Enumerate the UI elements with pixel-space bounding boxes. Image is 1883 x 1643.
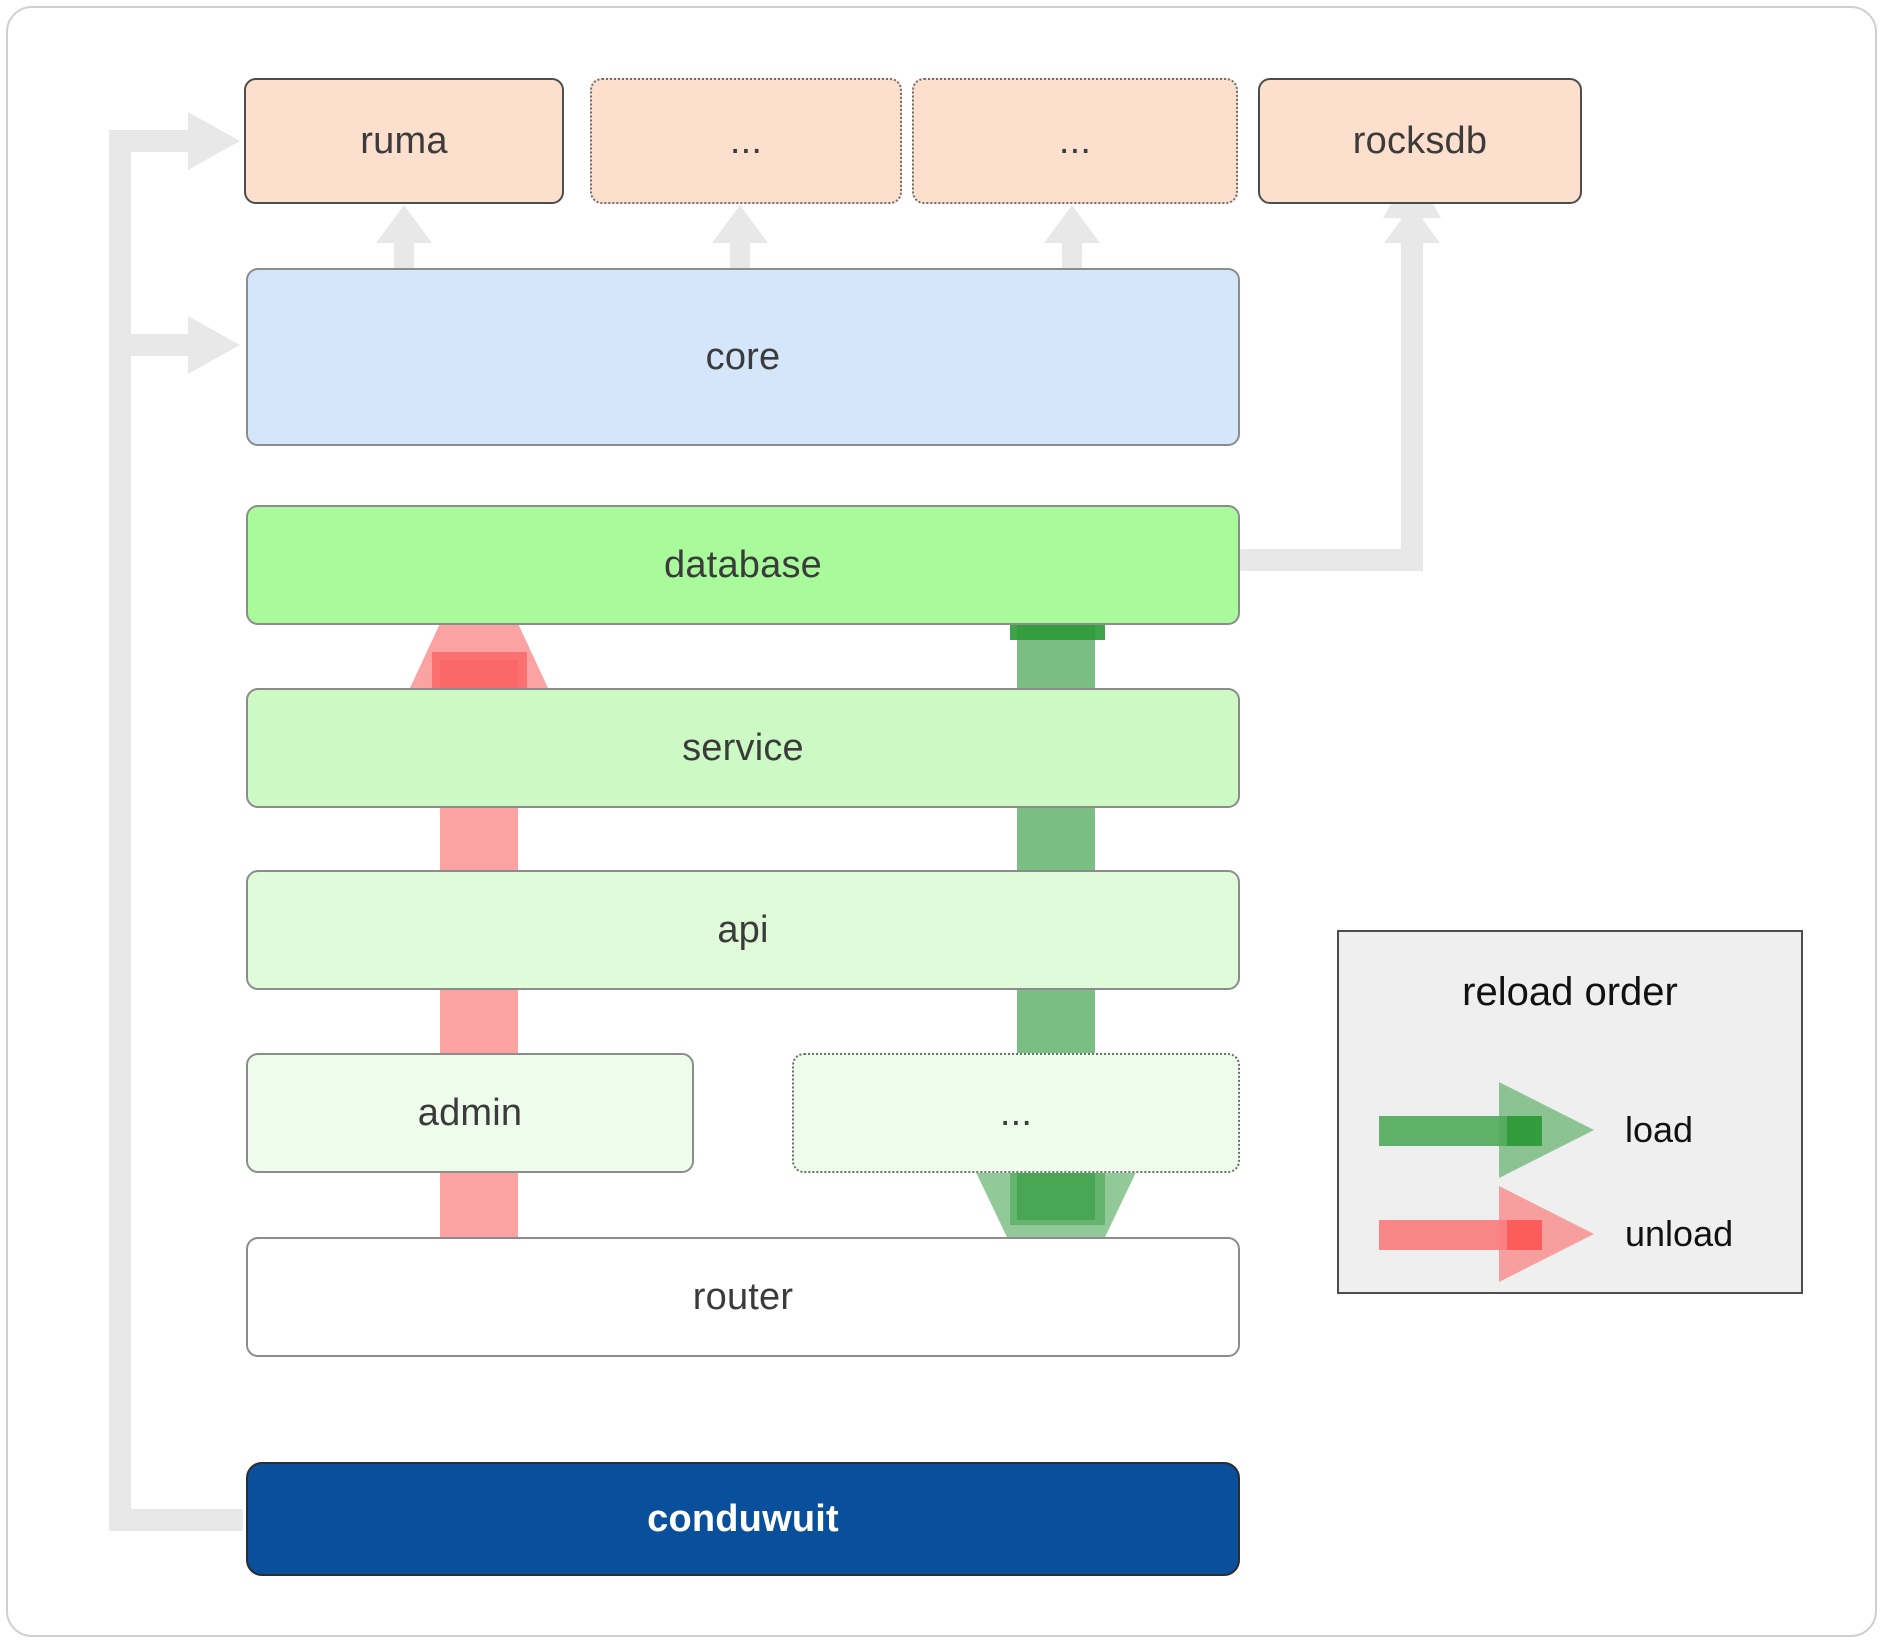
dep-arrow-rocksdb	[1384, 205, 1440, 283]
dep-box-dots-2[interactable]: ...	[912, 78, 1238, 204]
layer-box-database[interactable]: database	[246, 505, 1240, 625]
layer-label-service: service	[682, 726, 804, 769]
binary-label: conduwuit	[647, 1497, 839, 1540]
dep-arrow-ruma	[376, 205, 432, 283]
layer-label-core: core	[705, 335, 781, 378]
layer-label-api: api	[717, 908, 769, 951]
dep-box-rocksdb[interactable]: rocksdb	[1258, 78, 1582, 204]
legend-row-unload: unload	[1379, 1186, 1733, 1282]
legend-load-arrow-icon	[1379, 1082, 1594, 1178]
layer-box-core[interactable]: core	[246, 268, 1240, 446]
layer-label-dots: ...	[999, 1091, 1033, 1134]
dep-label-dots-2: ...	[1058, 119, 1092, 162]
legend-title: reload order	[1462, 970, 1678, 1014]
dep-label-ruma: ruma	[360, 119, 448, 162]
legend-unload-arrow-icon	[1379, 1186, 1594, 1282]
dep-label-dots-1: ...	[729, 119, 763, 162]
dep-arrow-dots-1	[712, 205, 768, 283]
layer-label-database: database	[664, 543, 822, 586]
binary-box-conduwuit[interactable]: conduwuit	[246, 1462, 1240, 1576]
layer-box-api[interactable]: api	[246, 870, 1240, 990]
dep-box-dots-1[interactable]: ...	[590, 78, 902, 204]
layer-box-admin[interactable]: admin	[246, 1053, 694, 1173]
layer-label-admin: admin	[417, 1091, 523, 1134]
layer-box-dots[interactable]: ...	[792, 1053, 1240, 1173]
layer-box-service[interactable]: service	[246, 688, 1240, 808]
legend-row-load: load	[1379, 1082, 1693, 1178]
layer-box-router[interactable]: router	[246, 1237, 1240, 1357]
dep-box-ruma[interactable]: ruma	[244, 78, 564, 204]
dep-arrow-dots-2	[1044, 205, 1100, 283]
layer-label-router: router	[692, 1275, 794, 1318]
legend-label-unload: unload	[1625, 1213, 1734, 1254]
dep-label-rocksdb: rocksdb	[1352, 119, 1488, 162]
legend-label-load: load	[1625, 1109, 1694, 1150]
legend-box: reload order load unload	[1337, 930, 1803, 1294]
